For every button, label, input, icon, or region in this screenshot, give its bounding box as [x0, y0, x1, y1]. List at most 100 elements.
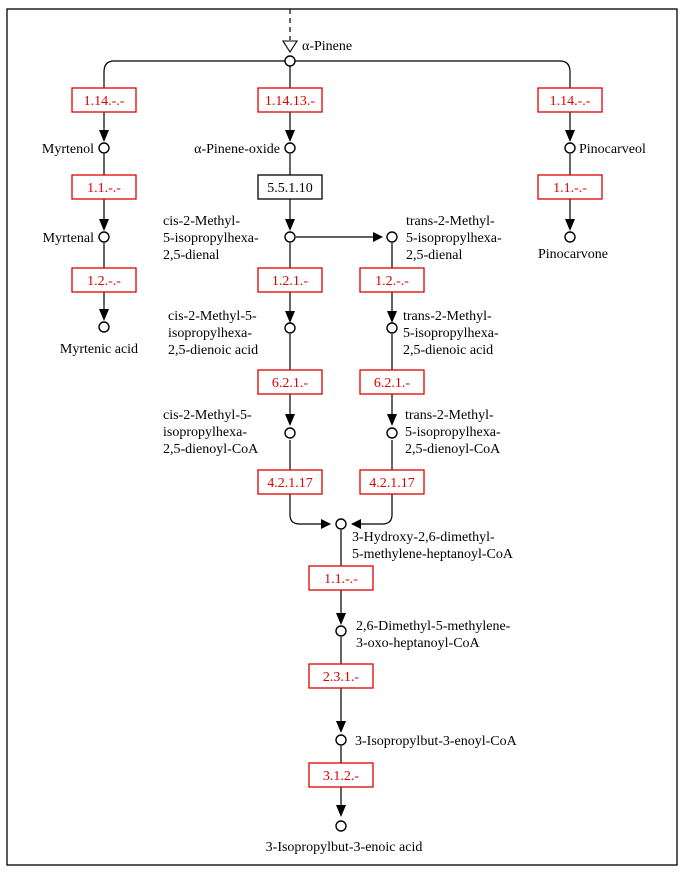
open-arrow-icon: [281, 40, 299, 54]
label-line: cis-2-Methyl-: [163, 214, 240, 229]
label-line: trans-2-Methyl-: [405, 408, 494, 423]
label-pinocarveol: Pinocarveol: [579, 142, 646, 157]
node-hydroxy-coa[interactable]: [335, 518, 347, 530]
node-cis-dienoic[interactable]: [284, 322, 296, 334]
enzyme-1-14-right[interactable]: 1.14.-.-: [537, 87, 603, 113]
label-hydroxy-coa: 3-Hydroxy-2,6-dimethyl- 5-methylene-hept…: [352, 530, 514, 562]
arrow-cis-2: [285, 414, 295, 426]
label-line: 2,5-dienoic acid: [168, 343, 258, 358]
label-myrtenal: Myrtenal: [43, 231, 94, 246]
label-pinocarvone: Pinocarvone: [538, 247, 608, 262]
label-trans-dienoic: trans-2-Methyl- 5-isopropylhexa- 2,5-die…: [403, 309, 499, 358]
node-enoyl-coa[interactable]: [335, 734, 347, 746]
node-trans-dienal[interactable]: [386, 231, 398, 243]
node-myrtenic-acid[interactable]: [98, 321, 110, 333]
label-trans-dienal: trans-2-Methyl- 5-isopropylhexa- 2,5-die…: [406, 214, 502, 263]
label-myrtenol: Myrtenol: [42, 142, 94, 157]
enzyme-4-2-1-17-cis[interactable]: 4.2.1.17: [257, 469, 323, 495]
arrow-left-3: [99, 309, 109, 321]
enzyme-6-2-1-trans[interactable]: 6.2.1.-: [359, 369, 425, 395]
enzyme-label: 4.2.1.17: [369, 476, 415, 491]
label-line: cis-2-Methyl-5-: [163, 408, 252, 423]
node-myrtenal[interactable]: [98, 231, 110, 243]
arrow-bottom-3: [336, 805, 346, 817]
label-cis-dienal: cis-2-Methyl- 5-isopropylhexa- 2,5-diena…: [163, 214, 259, 263]
enzyme-label: 3.1.2.-: [323, 769, 360, 784]
enzyme-5-5-1-10[interactable]: 5.5.1.10: [257, 174, 323, 200]
arrow-trans-2: [387, 414, 397, 426]
node-alpha-pinene[interactable]: [284, 55, 296, 67]
label-line: 2,5-dienoyl-CoA: [405, 442, 501, 457]
label-alpha-pinene: α-Pinene: [302, 39, 352, 54]
label-line: 3-oxo-heptanoyl-CoA: [356, 636, 481, 651]
enzyme-1-1-left[interactable]: 1.1.-.-: [71, 174, 137, 200]
label-trans-dienoyl-coa: trans-2-Methyl- 5-isopropylhexa- 2,5-die…: [405, 408, 501, 457]
label-line: 2,5-dienal: [406, 248, 462, 263]
enzyme-2-3-1[interactable]: 2.3.1.-: [308, 663, 374, 689]
label-line: 5-isopropylhexa-: [406, 231, 502, 246]
enzyme-label: 1.14.-.-: [550, 94, 591, 109]
arrow-bottom-1: [336, 613, 346, 625]
enzyme-label: 1.14.13.-: [265, 94, 316, 109]
node-trans-dienoic[interactable]: [386, 322, 398, 334]
node-cis-dienal[interactable]: [284, 231, 296, 243]
enzyme-1-2-1-cis[interactable]: 1.2.1.-: [257, 267, 323, 293]
node-myrtenol[interactable]: [98, 142, 110, 154]
arrow-right-2: [565, 219, 575, 231]
enzyme-3-1-2[interactable]: 3.1.2.-: [308, 762, 374, 788]
node-enoic-acid[interactable]: [335, 820, 347, 832]
enzyme-label: 6.2.1.-: [374, 376, 411, 391]
enzyme-label: 5.5.1.10: [267, 181, 313, 196]
label-line: 5-isopropylhexa-: [403, 326, 499, 341]
enzyme-6-2-1-cis[interactable]: 6.2.1.-: [257, 369, 323, 395]
label-line: trans-2-Methyl-: [406, 214, 495, 229]
enzyme-1-2-trans[interactable]: 1.2.-.-: [359, 267, 425, 293]
arrow-mid-2: [285, 219, 295, 231]
label-line: trans-2-Methyl-: [403, 309, 492, 324]
enzyme-1-14-13-mid[interactable]: 1.14.13.-: [257, 87, 323, 113]
node-oxo-coa[interactable]: [335, 625, 347, 637]
link-left-branch: [103, 60, 115, 140]
enzyme-4-2-1-17-trans[interactable]: 4.2.1.17: [359, 469, 425, 495]
label-myrtenic-acid: Myrtenic acid: [60, 342, 138, 357]
label-line: cis-2-Methyl-5-: [168, 309, 257, 324]
enzyme-label: 4.2.1.17: [267, 476, 313, 491]
enzyme-label: 1.2.1.-: [272, 274, 309, 289]
node-pinocarvone[interactable]: [564, 231, 576, 243]
arrow-cis-1: [285, 311, 295, 323]
label-line: 2,5-dienoic acid: [403, 343, 493, 358]
label-line: 5-methylene-heptanoyl-CoA: [352, 547, 514, 562]
link-cis-3b: [289, 514, 331, 529]
arrow-bottom-2: [336, 721, 346, 733]
link-right-branch: [559, 60, 571, 140]
enzyme-label: 2.3.1.-: [323, 670, 360, 685]
node-trans-dienoyl-coa[interactable]: [386, 427, 398, 439]
enzyme-label: 1.1.-.-: [87, 181, 121, 196]
enzyme-1-1-bottom[interactable]: 1.1.-.-: [308, 565, 374, 591]
arrow-left-2: [99, 219, 109, 231]
enzyme-1-2-left[interactable]: 1.2.-.-: [71, 267, 137, 293]
enzyme-label: 1.2.-.-: [375, 274, 409, 289]
enzyme-label: 1.1.-.-: [324, 572, 358, 587]
link-trans-3b: [351, 514, 393, 529]
label-alpha-pinene-oxide: α-Pinene-oxide: [194, 142, 280, 157]
label-line: isopropylhexa-: [168, 326, 252, 341]
label-line: 2,5-dienoyl-CoA: [163, 442, 259, 457]
label-line: isopropylhexa-: [163, 425, 247, 440]
frame-border: [6, 8, 678, 866]
down-arrows: [99, 130, 575, 817]
node-pinocarveol[interactable]: [564, 142, 576, 154]
arrow-trans-1: [387, 311, 397, 323]
label-line: 5-isopropylhexa-: [163, 231, 259, 246]
enzyme-label: 1.14.-.-: [84, 94, 125, 109]
node-alpha-pinene-oxide[interactable]: [284, 142, 296, 154]
enzyme-1-14-left[interactable]: 1.14.-.-: [71, 87, 137, 113]
label-line: 2,6-Dimethyl-5-methylene-: [356, 619, 511, 634]
label-line: 2,5-dienal: [163, 248, 219, 263]
enzyme-1-1-right[interactable]: 1.1.-.-: [537, 174, 603, 200]
node-cis-dienoyl-coa[interactable]: [284, 427, 296, 439]
label-cis-dienoyl-coa: cis-2-Methyl-5- isopropylhexa- 2,5-dieno…: [163, 408, 259, 457]
label-line: 5-isopropylhexa-: [405, 425, 501, 440]
label-enoyl-coa: 3-Isopropylbut-3-enoyl-CoA: [355, 734, 518, 749]
label-cis-dienoic: cis-2-Methyl-5- isopropylhexa- 2,5-dieno…: [168, 309, 258, 358]
